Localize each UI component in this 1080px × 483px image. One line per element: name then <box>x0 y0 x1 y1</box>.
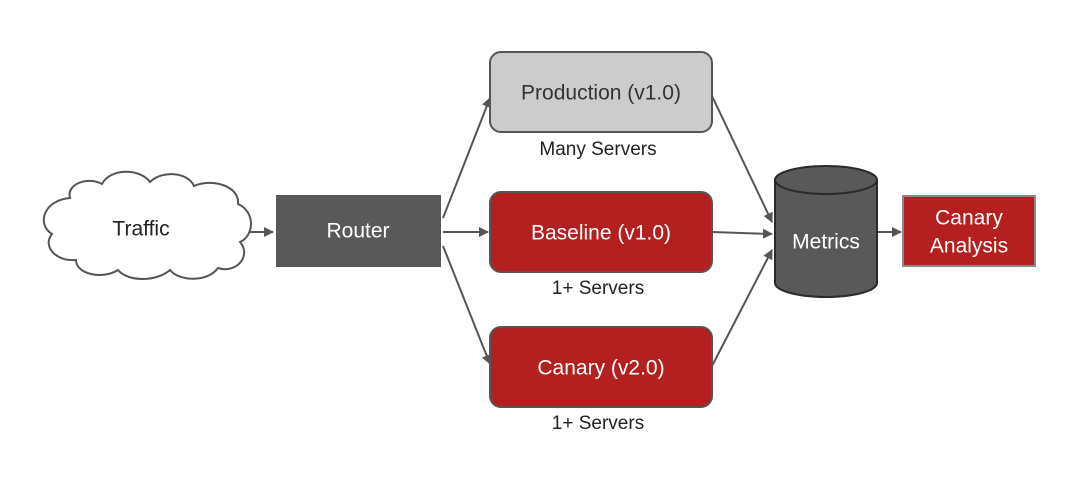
canary-analysis-node: Canary Analysis <box>902 195 1036 267</box>
router-label: Router <box>326 220 389 243</box>
metrics-node: Metrics <box>774 165 878 298</box>
edge-canary-metrics <box>711 249 773 367</box>
canary-analysis-label-line2: Analysis <box>930 235 1008 258</box>
canary-caption: 1+ Servers <box>552 413 644 434</box>
baseline-box <box>489 191 713 273</box>
production-box <box>489 51 713 133</box>
metrics-cylinder-top <box>774 165 878 195</box>
edges <box>248 95 902 367</box>
cloud-shape <box>42 170 252 280</box>
baseline-node: Baseline (v1.0) 1+ Servers <box>489 191 713 299</box>
production-caption: Many Servers <box>539 139 656 160</box>
router-box <box>276 195 441 267</box>
metrics-label: Metrics <box>792 231 860 254</box>
traffic-node: Traffic <box>42 170 252 280</box>
canary-analysis-label-line1: Canary <box>935 207 1003 230</box>
router-node: Router <box>276 195 441 267</box>
canary-label: Canary (v2.0) <box>537 357 664 380</box>
canary-analysis-box <box>902 195 1036 267</box>
canary-box <box>489 326 713 408</box>
edge-router-production <box>442 97 492 219</box>
traffic-label: Traffic <box>112 218 169 241</box>
metrics-cylinder-body <box>774 180 878 298</box>
edge-production-metrics <box>711 95 773 223</box>
edge-baseline-metrics <box>711 228 773 239</box>
canary-node: Canary (v2.0) 1+ Servers <box>489 326 713 434</box>
production-label: Production (v1.0) <box>521 82 681 105</box>
baseline-label: Baseline (v1.0) <box>531 222 671 245</box>
edge-router-canary <box>442 245 492 365</box>
production-node: Production (v1.0) Many Servers <box>489 51 713 160</box>
baseline-caption: 1+ Servers <box>552 278 644 299</box>
